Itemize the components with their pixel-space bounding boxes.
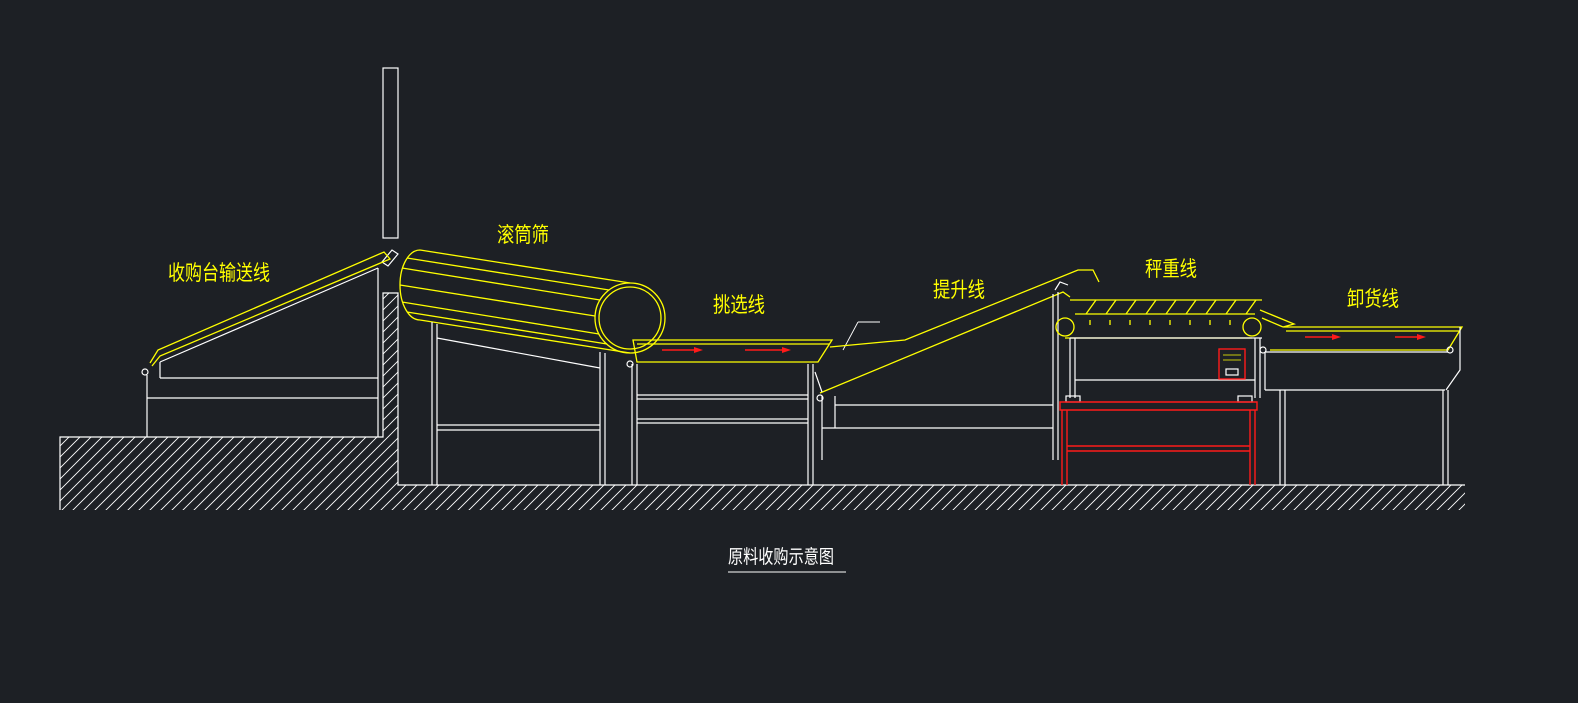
elevator-line — [814, 269, 1100, 460]
flow-arrowhead — [1417, 334, 1426, 340]
weighing-line-roller-left — [1055, 317, 1075, 337]
raised-platform-hatch — [60, 437, 383, 510]
drum-screen — [399, 249, 666, 485]
scale-controller-marks — [1223, 354, 1241, 361]
label-sorting-line: 挑选线 — [713, 293, 765, 317]
weighing-line — [1055, 299, 1262, 485]
unloading-line-roller — [1446, 346, 1454, 354]
sorting-line-roller — [626, 360, 634, 368]
sorting-line-frame — [631, 364, 814, 485]
drum-screen-end-outer — [594, 282, 666, 354]
infeed-conveyor-roller — [141, 368, 149, 376]
elevator-line-belt — [819, 269, 1100, 394]
sorting-line-belt — [632, 339, 834, 363]
feed-tower-column — [382, 67, 399, 239]
infeed-conveyor-frame — [146, 267, 379, 437]
label-weighing-line: 秤重线 — [1145, 257, 1197, 281]
weighing-line-frame — [1069, 337, 1262, 398]
drum-screen-end-inner — [598, 286, 662, 350]
scale-controller-box — [1218, 348, 1246, 380]
label-elevator-line: 提升线 — [933, 278, 985, 302]
unloading-line-belt — [1259, 309, 1464, 351]
retaining-wall-hatch — [383, 293, 398, 510]
drum-screen-frame — [431, 322, 606, 485]
weighing-line-slats — [1085, 299, 1257, 325]
unloading-line-roller — [1259, 346, 1267, 354]
flow-arrowhead — [1332, 334, 1341, 340]
flow-arrowhead — [782, 347, 791, 353]
ground-outline — [59, 292, 1465, 510]
ground — [59, 292, 1465, 510]
elevator-line-roller — [816, 394, 824, 402]
label-drum-screen: 滚筒筛 — [497, 223, 549, 247]
drawing-title: 原料收购示意图 — [728, 546, 834, 568]
label-infeed-conveyor: 收购台输送线 — [168, 261, 270, 285]
elevator-line-frame — [814, 281, 1069, 460]
infeed-conveyor — [141, 251, 392, 437]
drum-screen-body — [399, 249, 631, 354]
scale-controller-display — [1225, 368, 1239, 376]
feed-chute — [381, 249, 399, 267]
weighing-line-foot — [1237, 395, 1253, 403]
infeed-conveyor-belt — [149, 251, 392, 367]
scale-table — [1059, 401, 1258, 485]
label-unloading-line: 卸货线 — [1347, 287, 1399, 311]
unloading-line-frame — [1264, 327, 1461, 485]
unloading-line — [1259, 309, 1464, 485]
floor-hatch — [398, 485, 1465, 510]
feed-tower — [381, 67, 399, 267]
weighing-line-foot — [1065, 395, 1081, 403]
weighing-line-roller-right — [1242, 317, 1262, 337]
flow-arrowhead — [694, 347, 703, 353]
